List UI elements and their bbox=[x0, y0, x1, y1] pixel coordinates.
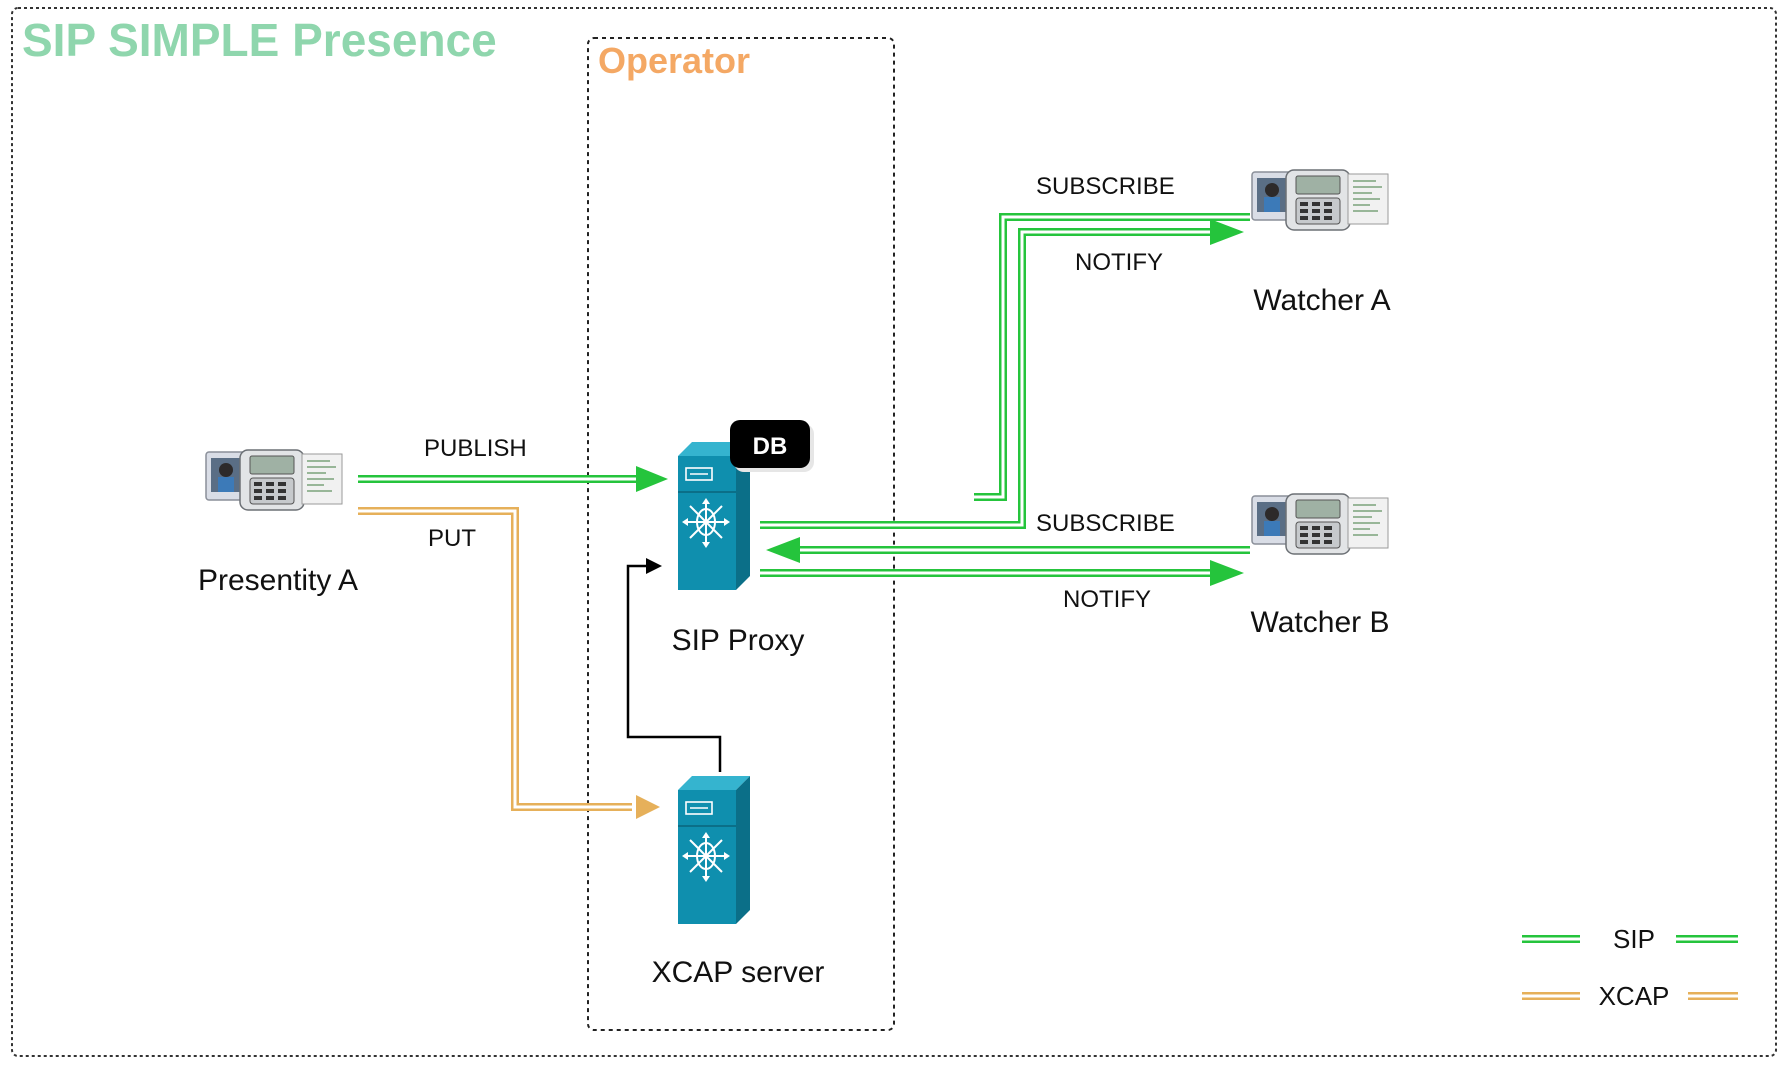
db-badge: DB bbox=[730, 420, 814, 472]
phone-icon bbox=[1251, 493, 1389, 555]
presentity-a-label: Presentity A bbox=[198, 564, 358, 597]
operator-boundary bbox=[587, 37, 895, 1031]
legend-sip: SIP bbox=[1522, 924, 1738, 954]
watcher-a-label: Watcher A bbox=[1253, 284, 1390, 317]
subscribe-b-flow bbox=[766, 537, 1250, 563]
outer-frame bbox=[11, 7, 1777, 1057]
xcap-server-label: XCAP server bbox=[652, 956, 825, 989]
put-flow bbox=[358, 507, 660, 819]
publish-flow bbox=[358, 466, 668, 492]
xcap-to-proxy-arrowhead bbox=[646, 558, 662, 574]
sip-proxy-node: SIP Proxy bbox=[672, 441, 805, 657]
label-notify-b: NOTIFY bbox=[1063, 586, 1151, 613]
publish-arrowhead bbox=[636, 466, 668, 492]
notify-a-arrowhead bbox=[1210, 219, 1244, 245]
operator-label: Operator bbox=[598, 40, 750, 81]
legend: SIP XCAP bbox=[1522, 924, 1738, 1011]
label-subscribe-b: SUBSCRIBE bbox=[1036, 510, 1175, 537]
label-notify-a: NOTIFY bbox=[1075, 249, 1163, 276]
phone-icon bbox=[1251, 169, 1389, 231]
label-subscribe-a: SUBSCRIBE bbox=[1036, 173, 1175, 200]
label-put: PUT bbox=[428, 525, 476, 552]
sip-proxy-label: SIP Proxy bbox=[672, 624, 805, 657]
watcher-b-node: Watcher B bbox=[1251, 493, 1390, 639]
legend-sip-label: SIP bbox=[1613, 924, 1655, 954]
diagram-title: SIP SIMPLE Presence bbox=[22, 14, 497, 66]
xcap-to-proxy-link bbox=[626, 558, 722, 772]
watcher-b-label: Watcher B bbox=[1251, 606, 1390, 639]
presentity-a-node: Presentity A bbox=[198, 449, 358, 597]
notify-a-flow bbox=[760, 219, 1244, 529]
xcap-server-node: XCAP server bbox=[652, 775, 825, 989]
subscribe-a-flow bbox=[974, 213, 1250, 501]
legend-xcap: XCAP bbox=[1522, 981, 1738, 1011]
watcher-a-node: Watcher A bbox=[1251, 169, 1391, 317]
db-label: DB bbox=[753, 433, 788, 460]
server-icon bbox=[677, 775, 751, 925]
notify-b-flow bbox=[760, 560, 1244, 586]
label-publish: PUBLISH bbox=[424, 435, 527, 462]
notify-b-arrowhead bbox=[1210, 560, 1244, 586]
phone-icon bbox=[205, 449, 343, 511]
legend-xcap-label: XCAP bbox=[1599, 981, 1670, 1011]
put-arrowhead bbox=[636, 795, 660, 819]
subscribe-b-arrowhead bbox=[766, 537, 800, 563]
